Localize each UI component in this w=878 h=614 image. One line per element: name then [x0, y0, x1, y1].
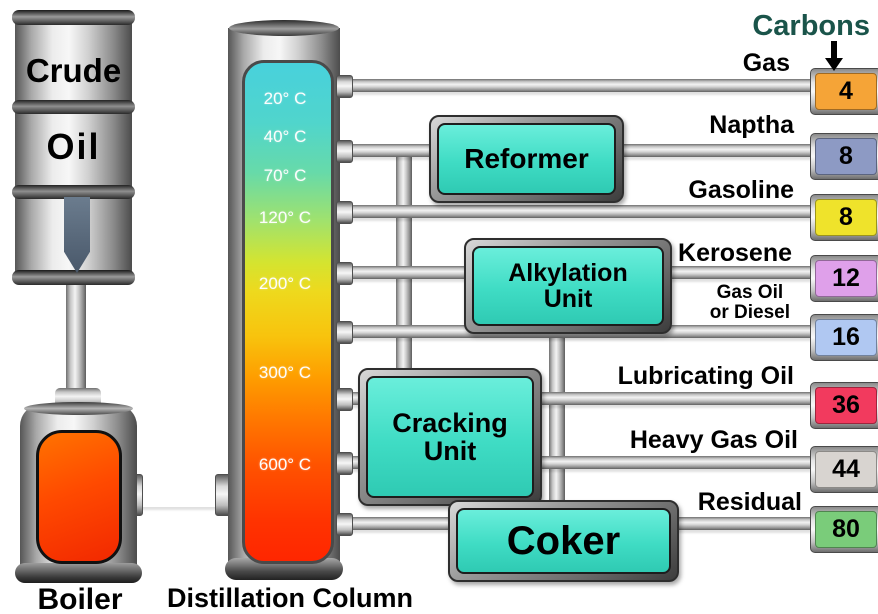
- label-heavy-gas-oil: Heavy Gas Oil: [629, 426, 798, 454]
- boiler-label: Boiler: [37, 583, 123, 614]
- label-lubricating-oil: Lubricating Oil: [617, 362, 794, 390]
- boiler-rim-top: [24, 402, 133, 415]
- flange-gasoline: [336, 201, 353, 224]
- reformer-unit-label: Reformer: [437, 123, 616, 195]
- alkylation-unit: Alkylation Unit: [464, 238, 672, 334]
- carbon-box-naptha: 8: [810, 133, 878, 180]
- temp-20c: 20° C: [263, 89, 307, 108]
- barrel-rim-top: [12, 10, 135, 25]
- label-gasoline: Gasoline: [688, 176, 794, 204]
- crude-label-line2: Oil: [46, 126, 101, 167]
- temp-200c: 200° C: [258, 274, 312, 293]
- carbon-value-gasoline: 8: [815, 199, 877, 236]
- carbons-header: Carbons: [752, 10, 870, 42]
- carbon-value-residual: 80: [815, 511, 877, 548]
- carbon-value-gas-oil: 16: [815, 319, 877, 356]
- temp-600c: 600° C: [258, 455, 312, 474]
- barrel-rim-bottom: [12, 270, 135, 285]
- carbon-box-gas-oil: 16: [810, 314, 878, 361]
- carbon-box-kerosene: 12: [810, 255, 878, 302]
- flange-heavy-gas-oil: [336, 452, 353, 475]
- carbon-value-lubricating-oil: 36: [815, 387, 877, 424]
- pipe-gas: [340, 79, 812, 92]
- temp-70c: 70° C: [263, 166, 307, 185]
- label-naptha: Naptha: [709, 111, 794, 139]
- temp-120c: 120° C: [258, 208, 312, 227]
- flange-kerosene: [336, 262, 353, 285]
- label-kerosene: Kerosene: [678, 239, 792, 267]
- flange-gas: [336, 75, 353, 98]
- coker-unit: Coker: [448, 500, 679, 582]
- carbons-arrow-shaft: [831, 41, 837, 60]
- flange-naptha: [336, 140, 353, 163]
- cracking-unit-label: Cracking Unit: [366, 376, 534, 498]
- carbons-arrow-head-icon: [825, 58, 843, 71]
- crude-label-line1: Crude: [25, 52, 122, 89]
- carbon-box-residual: 80: [810, 506, 878, 553]
- boiler-fire-window: [36, 430, 122, 564]
- carbon-box-lubricating-oil: 36: [810, 382, 878, 429]
- pipe-naptha-to-cracking: [396, 150, 412, 374]
- carbon-box-gasoline: 8: [810, 194, 878, 241]
- temp-40c: 40° C: [263, 127, 307, 146]
- carbon-box-heavy-gas-oil: 44: [810, 446, 878, 493]
- flange-lubricating-oil: [336, 388, 353, 411]
- carbon-value-kerosene: 12: [815, 260, 877, 297]
- barrel-rib-2: [12, 185, 135, 199]
- label-gas-oil-diesel: Gas Oil or Diesel: [709, 282, 790, 323]
- coker-unit-label: Coker: [456, 508, 671, 574]
- pipe-gasoline: [340, 205, 812, 218]
- flange-residual: [336, 513, 353, 536]
- column-cap-top: [229, 20, 339, 36]
- barrel-rib-1: [12, 100, 135, 114]
- pipe-barrel-to-boiler: [66, 284, 86, 394]
- alkylation-unit-label: Alkylation Unit: [472, 246, 664, 326]
- reformer-unit: Reformer: [429, 115, 624, 203]
- carbon-box-gas: 4: [810, 68, 878, 115]
- carbon-value-naptha: 8: [815, 138, 877, 175]
- label-gas: Gas: [742, 49, 790, 77]
- carbon-value-gas: 4: [815, 73, 877, 110]
- cracking-unit: Cracking Unit: [358, 368, 542, 506]
- flange-gas-oil: [336, 321, 353, 344]
- distillation-column-label: Distillation Column: [167, 583, 413, 613]
- boiler-rim-bottom: [15, 563, 142, 583]
- carbon-value-heavy-gas-oil: 44: [815, 451, 877, 488]
- temp-300c: 300° C: [258, 363, 312, 382]
- pipe-alkylation-to-coker: [549, 310, 565, 508]
- label-residual: Residual: [697, 488, 802, 516]
- column-gradient-panel: [242, 60, 334, 564]
